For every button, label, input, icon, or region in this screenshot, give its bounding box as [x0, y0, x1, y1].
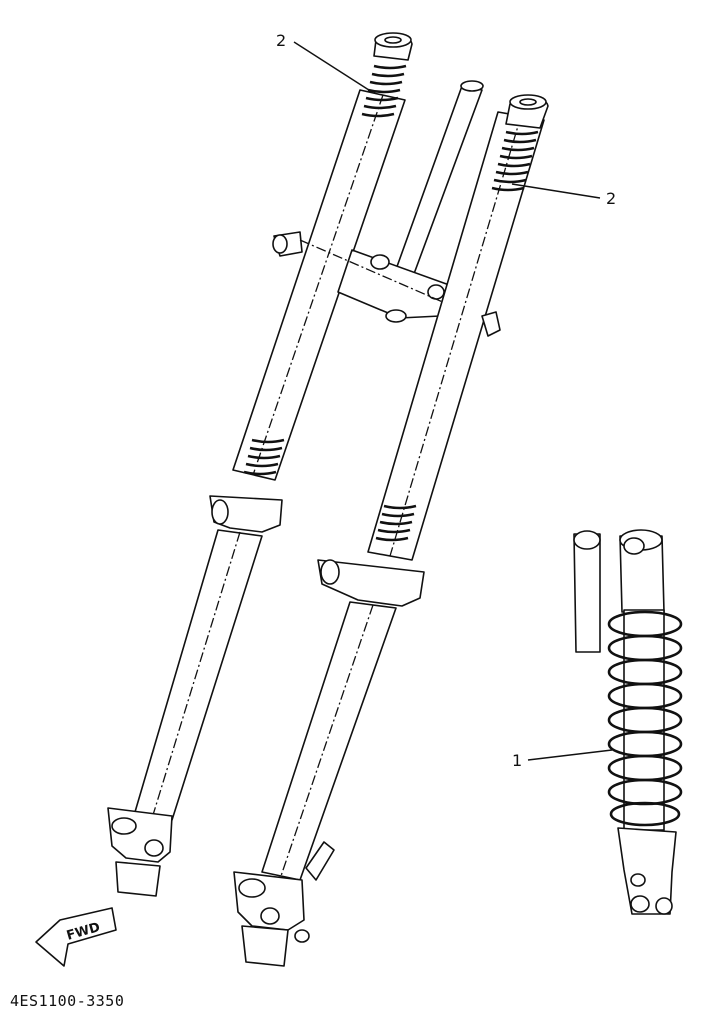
left-fork-lower-spring [243, 438, 285, 476]
fwd-direction-marker: FWD [35, 907, 117, 967]
rear-shock-body [623, 609, 665, 831]
right-fork-assembly [233, 94, 549, 967]
left-fork-upper-tube [232, 89, 406, 481]
right-fork-lower-leg [261, 601, 397, 881]
left-fork-cap-top [374, 32, 412, 48]
right-fork-caliper-bracket [305, 841, 335, 881]
rear-shock-assembly [573, 529, 683, 915]
left-fork-lower-clamp [209, 495, 283, 533]
callout-number: 2 [606, 189, 616, 208]
right-fork-guard-clip [481, 311, 501, 337]
left-fork-lower-leg [134, 529, 263, 821]
callout-right-fork-spring: 2 [511, 183, 616, 208]
callout-left-fork-spring: 2 [276, 31, 373, 93]
rear-shock-reservoir [573, 533, 601, 653]
part-code: 4ES1100-3350 [10, 992, 124, 1010]
callout-number: 2 [276, 31, 286, 50]
callout-rear-shock-spring: 1 [512, 749, 613, 770]
right-fork-spring [491, 130, 539, 192]
fwd-arrow-icon [35, 907, 117, 967]
right-fork-lower-spring [375, 504, 417, 542]
lower-triple-clamp [337, 249, 453, 319]
rear-shock-clevis [617, 827, 677, 915]
right-fork-lower-clamp [317, 559, 425, 607]
steering-stem [272, 80, 499, 327]
left-fork-axle-boss [107, 807, 173, 863]
left-fork-assembly [107, 32, 413, 897]
rear-shock-spring [607, 610, 683, 827]
callout-number: 1 [512, 751, 522, 770]
left-fork-spring [361, 64, 407, 118]
left-fork-centerline-upper [252, 94, 384, 476]
